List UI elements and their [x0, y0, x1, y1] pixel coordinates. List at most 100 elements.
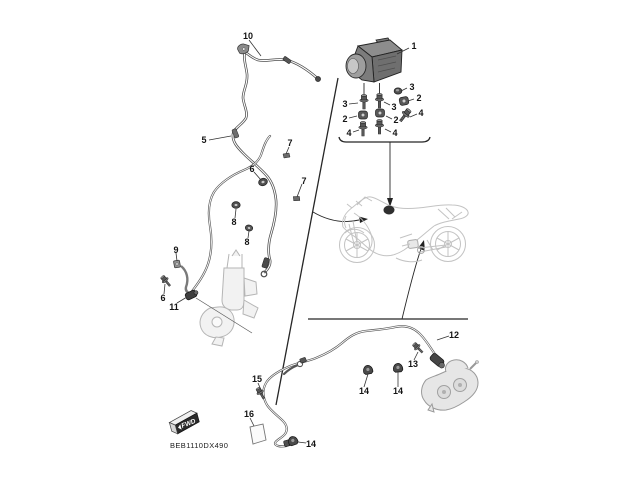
bolt-icon [410, 340, 426, 356]
banjo-fitting [261, 257, 270, 269]
rear-sensor-assembly [249, 325, 479, 448]
hose-collar [231, 128, 239, 139]
piston-center [442, 390, 446, 394]
callout-leader-4 [352, 129, 360, 133]
bolt-icon [396, 106, 414, 124]
grommet-icon [358, 110, 368, 120]
rear-wheel-sensor-cable-core [263, 325, 438, 447]
abs-unit-drawing [345, 37, 403, 83]
cable-fitting [299, 357, 307, 364]
callout-leader-4 [409, 113, 418, 118]
callout-leader-12 [436, 335, 450, 341]
callout-leader-14 [297, 441, 307, 444]
callout-6: 6 [160, 293, 165, 303]
callout-leader-2 [348, 115, 358, 119]
cable-clamp-icon [392, 362, 404, 373]
clutch-cover [417, 246, 425, 254]
callout-leader-7 [296, 183, 303, 198]
front-brake-assembly [158, 43, 321, 334]
callout-leader-13 [413, 351, 419, 361]
callout-8: 8 [231, 217, 236, 227]
callout-14: 14 [359, 386, 369, 396]
bleed-nipple [469, 362, 477, 370]
section-divider-line [275, 77, 339, 406]
callout-leader-7 [285, 146, 290, 155]
callout-leader-2 [407, 98, 415, 102]
callout-16: 16 [244, 409, 254, 419]
front-wheel-sensor-cable-core [189, 135, 271, 295]
callout-leader-6 [253, 171, 262, 181]
callout-leader-9 [175, 252, 178, 262]
callout-1: 1 [411, 41, 416, 51]
arrow-front-to-bike [312, 211, 360, 222]
callout-leader-6 [163, 283, 166, 295]
callout-4: 4 [346, 128, 351, 138]
callout-4: 4 [418, 108, 423, 118]
callout-leader-1 [396, 47, 410, 55]
callout-3: 3 [342, 99, 347, 109]
callout-15: 15 [252, 374, 262, 384]
bolt-icon [359, 94, 369, 110]
clip-icon [292, 195, 301, 202]
banjo-fitting [282, 56, 292, 64]
bolt-icon [158, 273, 173, 289]
bleed-nipple-tip [475, 360, 479, 364]
callout-14: 14 [393, 386, 403, 396]
sensor-pointer-line [195, 297, 253, 334]
callout-leader-10 [248, 39, 262, 57]
arrow-rear-to-bike [401, 248, 422, 320]
hose-eyelet [260, 270, 268, 278]
callout-12: 12 [449, 330, 459, 340]
bolt-icon [374, 93, 385, 109]
rear-wheel-sensor-icon [429, 353, 445, 369]
callout-3: 3 [391, 102, 396, 112]
abs-hardware-icons [358, 87, 414, 137]
callout-2: 2 [416, 93, 421, 103]
callout-4: 4 [392, 128, 397, 138]
callout-13: 13 [408, 359, 418, 369]
grommet-icon [375, 108, 385, 118]
abs-location-marker [383, 205, 395, 215]
abs-detail-lines [377, 55, 397, 73]
structure-lines [275, 77, 468, 406]
callout-14: 14 [306, 439, 316, 449]
front-fork-sketch [199, 249, 259, 347]
piston-center [458, 383, 462, 387]
rear-caliper-sketch [421, 359, 479, 413]
callout-7: 7 [287, 138, 292, 148]
sensor-wire-guide [180, 265, 192, 296]
nut-icon [393, 87, 403, 95]
motorcycle-sketch [339, 196, 469, 263]
callout-3: 3 [409, 82, 414, 92]
callout-leader-3 [400, 87, 408, 92]
callout-10: 10 [243, 31, 253, 41]
callout-2: 2 [342, 114, 347, 124]
banjo-bolt-icon [315, 76, 321, 82]
callout-leader-4 [384, 128, 392, 133]
cable-branch [282, 363, 300, 376]
fwd-badge: FWD [168, 410, 200, 435]
callout-leader-3 [348, 102, 359, 105]
callout-9: 9 [173, 245, 178, 255]
callout-leader-16 [249, 417, 255, 427]
grommet-icon [258, 177, 268, 187]
grommet-icon [231, 201, 241, 209]
fwd-arrow-icon [178, 424, 182, 430]
callout-leader-8 [247, 230, 250, 239]
front-brake-hose-core [232, 51, 318, 273]
callout-6: 6 [249, 164, 254, 174]
callout-leader-15 [257, 382, 262, 391]
arrowhead-down-icon [387, 198, 393, 207]
fwd-badge-side [168, 421, 179, 435]
bracket-plate [249, 423, 267, 445]
callout-leader-11 [176, 296, 188, 304]
callout-7: 7 [301, 176, 306, 186]
abs-motor-cap [347, 58, 359, 74]
hose-clamp-icon [237, 43, 250, 55]
part-code-label: BEB1110DX490 [170, 441, 228, 450]
callout-leader-8 [234, 208, 237, 219]
bolt-icon [374, 119, 385, 135]
grommet-icon [398, 95, 410, 107]
callout-11: 11 [169, 302, 179, 312]
